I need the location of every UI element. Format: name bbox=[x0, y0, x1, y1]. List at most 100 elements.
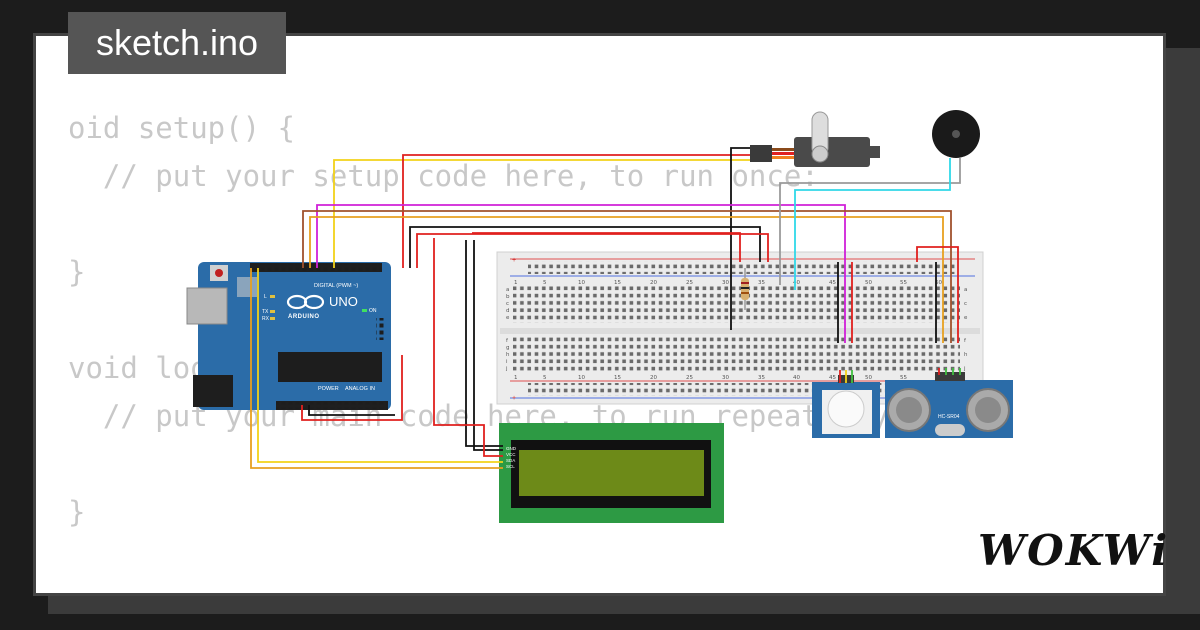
analog-header-label: ANALOG IN bbox=[345, 386, 375, 392]
code-line: } bbox=[68, 255, 86, 289]
code-line: } bbox=[68, 495, 86, 529]
servo-wire-red bbox=[772, 152, 794, 155]
l-led-label: L bbox=[264, 294, 267, 300]
row-letter: f bbox=[506, 338, 509, 344]
column-number: 15 bbox=[614, 280, 621, 286]
wire-black bbox=[473, 240, 503, 451]
wire-black bbox=[730, 147, 750, 330]
resistor-band bbox=[741, 292, 749, 294]
column-number: 20 bbox=[650, 375, 657, 381]
column-number: 50 bbox=[865, 280, 872, 286]
ultrasonic-model-label: HC-SR04 bbox=[938, 414, 960, 420]
column-number: 45 bbox=[829, 375, 836, 381]
icsp-pins bbox=[376, 318, 386, 340]
column-number: 50 bbox=[865, 375, 872, 381]
row-letter: a bbox=[964, 287, 967, 293]
code-background: oid setup() { // put your setup code her… bbox=[68, 104, 906, 536]
resistor-band bbox=[741, 282, 749, 284]
row-letter: j bbox=[505, 366, 508, 372]
servo-body bbox=[794, 137, 870, 167]
power-analog-header-pins bbox=[276, 402, 388, 409]
column-number: 15 bbox=[614, 375, 621, 381]
file-name-tab: sketch.ino bbox=[68, 12, 286, 74]
wire-yellow bbox=[257, 268, 503, 463]
column-number: 10 bbox=[578, 375, 585, 381]
breadboard: 1 5 10 15 20 25 30 35 40 45 50 55 60 1 5… bbox=[496, 251, 984, 405]
code-line: oid setup() { bbox=[68, 111, 295, 145]
wire-black bbox=[409, 226, 761, 268]
infinity-logo-right bbox=[303, 294, 325, 310]
arduino-brand-label: ARDUINO bbox=[288, 314, 320, 320]
wire-yellow bbox=[333, 159, 750, 268]
column-number: 40 bbox=[793, 375, 800, 381]
wire-black bbox=[465, 240, 503, 447]
wire-orange bbox=[309, 216, 944, 343]
column-number: 30 bbox=[722, 280, 729, 286]
servo-shaft-icon bbox=[811, 145, 829, 163]
wire-red bbox=[301, 355, 403, 421]
wire-red bbox=[472, 232, 741, 262]
servo-wire-brown bbox=[772, 148, 794, 151]
power-jack bbox=[193, 375, 233, 407]
l-led bbox=[270, 295, 275, 298]
buzzer-hole bbox=[952, 130, 960, 138]
tx-led-label: TX bbox=[262, 309, 269, 315]
center-channel bbox=[500, 328, 980, 334]
wokwi-logo: WOKWi bbox=[978, 526, 1170, 575]
digital-header-pins bbox=[250, 264, 382, 271]
row-letter: f bbox=[964, 338, 967, 344]
column-number: 25 bbox=[686, 375, 693, 381]
wire-gray bbox=[779, 158, 961, 285]
row-letter: h bbox=[506, 352, 510, 358]
buzzer bbox=[932, 110, 980, 158]
column-number: 35 bbox=[758, 375, 765, 381]
atmega-chip bbox=[278, 352, 382, 382]
wire-magenta bbox=[316, 204, 846, 343]
code-line: // put your setup code here, to run once… bbox=[68, 159, 819, 193]
ultrasonic-transmitter-mesh bbox=[896, 397, 922, 423]
column-number: 45 bbox=[829, 280, 836, 286]
top-terminal-strip bbox=[513, 286, 960, 323]
row-letter: c bbox=[964, 301, 967, 307]
column-number: 55 bbox=[900, 280, 907, 286]
column-number: 1 bbox=[514, 280, 518, 286]
crystal-oscillator bbox=[935, 424, 965, 436]
plus-marker: + bbox=[512, 395, 516, 402]
wire-red bbox=[916, 246, 959, 343]
rx-led bbox=[270, 317, 275, 320]
column-number: 5 bbox=[543, 280, 547, 286]
column-number: 25 bbox=[686, 280, 693, 286]
resistor-band bbox=[741, 287, 749, 289]
icsp-header bbox=[237, 277, 257, 297]
lcd-pin-label: SCL bbox=[506, 464, 515, 469]
servo-connector bbox=[750, 145, 772, 162]
row-letter: e bbox=[964, 315, 968, 321]
uno-label: UNO bbox=[329, 294, 358, 309]
column-number: 20 bbox=[650, 280, 657, 286]
servo-motor bbox=[750, 111, 880, 167]
wire-orange bbox=[250, 268, 503, 469]
lcd-pin-label: VCC bbox=[506, 452, 516, 457]
on-led bbox=[362, 309, 367, 312]
arduino-uno: DIGITAL (PWM ~) POWER ANALOG IN UNO ARDU… bbox=[186, 262, 391, 410]
pir-dome bbox=[827, 390, 865, 428]
servo-mount-tab bbox=[862, 146, 880, 158]
row-letter: d bbox=[506, 308, 510, 314]
ultrasonic-receiver-mesh bbox=[975, 397, 1001, 423]
column-number: 1 bbox=[514, 375, 518, 381]
wire-red bbox=[433, 238, 503, 457]
resistor bbox=[741, 268, 749, 310]
row-letter: e bbox=[506, 315, 510, 321]
power-header-label: POWER bbox=[318, 386, 339, 392]
column-number: 60 bbox=[935, 280, 942, 286]
row-letter: h bbox=[964, 352, 968, 358]
pir-sensor bbox=[812, 375, 880, 438]
top-power-rail bbox=[528, 261, 958, 274]
column-number: 35 bbox=[758, 280, 765, 286]
row-letter: g bbox=[506, 345, 510, 351]
column-number: 55 bbox=[900, 375, 907, 381]
row-letter: i bbox=[506, 359, 508, 365]
lcd-pin-label: SDA bbox=[506, 458, 515, 463]
wires bbox=[250, 147, 961, 469]
